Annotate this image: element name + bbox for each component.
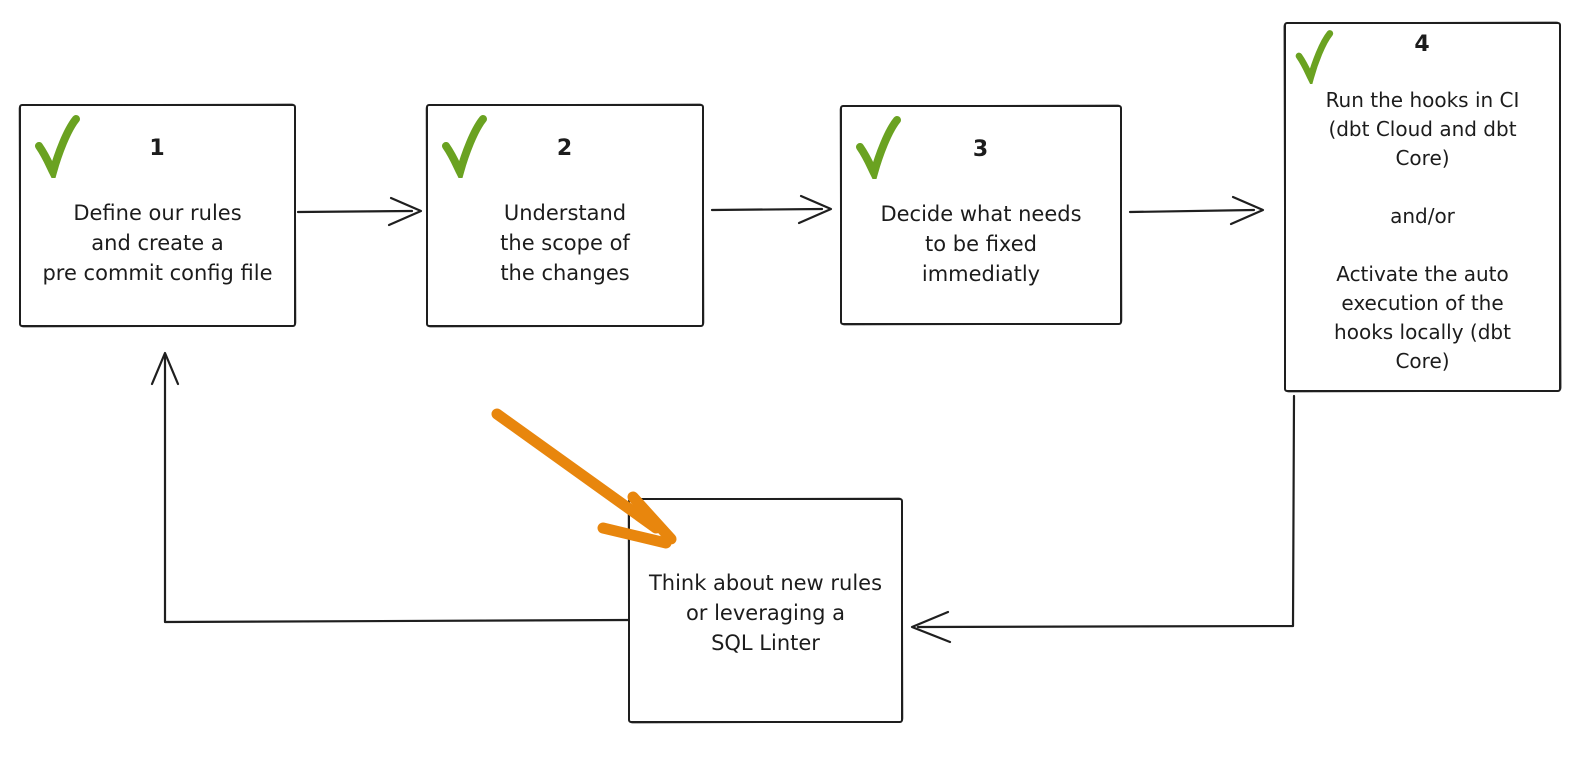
checkmark-icon [856,116,901,179]
checkmark-icon [442,115,487,178]
step-2-text: Understand the scope of the changes [500,201,630,285]
step-1-box: 1 Define our rules and create a pre comm… [19,104,296,327]
step-number: 1 [149,136,166,161]
feedback-text: Think about new rules or leveraging a SQ… [648,571,883,655]
checkmark-icon [1295,30,1334,84]
step-2-box: 2 Understand the scope of the changes [426,104,704,327]
arrow-step2-to-step3 [710,194,833,225]
step-4-box: 4 Run the hooks in CI (dbt Cloud and dbt… [1284,22,1561,392]
step-3-box: 3 Decide what needs to be fixed immediat… [840,105,1122,325]
arrow-step3-to-step4 [1128,195,1265,226]
step-number: 4 [1414,32,1431,57]
step-1-text: Define our rules and create a pre commit… [42,201,273,285]
step-4-text: Run the hooks in CI (dbt Cloud and dbt C… [1325,88,1520,373]
arrow-feedback-to-step1 [150,351,630,624]
step-number: 3 [972,137,990,162]
feedback-box: Think about new rules or leveraging a SQ… [628,498,903,723]
arrow-step4-to-feedback [910,394,1296,644]
step-number: 2 [556,136,574,161]
step-3-text: Decide what needs to be fixed immediatly [880,202,1082,286]
checkmark-icon [35,115,80,178]
arrow-step1-to-step2 [296,196,423,227]
